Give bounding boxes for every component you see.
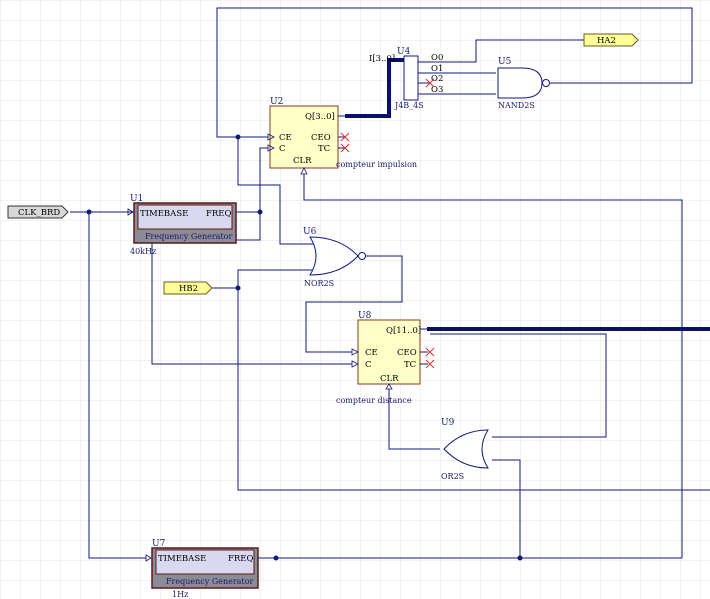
- pin-label: O3: [431, 85, 443, 95]
- wire-1hz-up[interactable]: [492, 459, 521, 558]
- pin-label: CE: [365, 348, 378, 358]
- component-u1[interactable]: U1 TIMEBASE FREQ Frequency Generator 40k…: [127, 194, 237, 256]
- ref-designator: U7: [152, 539, 166, 549]
- pin-label: CEO: [311, 133, 331, 143]
- pin-label: FREQ: [206, 209, 232, 219]
- ref-designator: U1: [130, 194, 143, 204]
- pin-label: CEO: [397, 348, 417, 358]
- wire-u6-in-a[interactable]: [237, 137, 314, 245]
- pin-label: Q[3..0]: [305, 112, 335, 122]
- component-name: NOR2S: [304, 279, 334, 288]
- or-gate-body: [443, 429, 489, 469]
- ref-designator: U9: [441, 418, 455, 428]
- port-label: HA2: [597, 36, 616, 46]
- component-u9[interactable]: U9 OR2S: [441, 418, 489, 481]
- wire-u8-clr[interactable]: [388, 389, 440, 450]
- wire-u9-in-a[interactable]: [430, 333, 607, 438]
- component-name: compteur distance: [336, 396, 412, 405]
- pin-label: O1: [431, 64, 443, 74]
- junction-dot: [517, 555, 523, 561]
- ref-designator: U5: [498, 57, 512, 67]
- port-clk-brd[interactable]: CLK_BRD: [7, 205, 69, 219]
- junction-dot: [257, 209, 263, 215]
- pin-label: C: [365, 360, 372, 370]
- ref-designator: U2: [270, 97, 283, 107]
- component-u5[interactable]: U5 NAND2S: [497, 57, 555, 110]
- component-name: Frequency Generator: [166, 577, 253, 586]
- wires: [70, 7, 710, 559]
- bus-u2-q[interactable]: [345, 58, 406, 118]
- component-u8[interactable]: U8 Q[11..0] CE C CEO TC CLR compteur dis…: [336, 311, 435, 405]
- ref-designator: U6: [303, 227, 317, 237]
- wire-clk-brd-down[interactable]: [88, 212, 146, 559]
- component-value: 40kHz: [130, 247, 156, 256]
- junction-dot: [86, 209, 92, 215]
- wire-u2-clr[interactable]: [303, 174, 683, 558]
- component-name: J4B_4S: [394, 101, 424, 110]
- wire-hb2-long[interactable]: [237, 288, 710, 491]
- pin-label: CE: [279, 133, 292, 143]
- pin-label: TC: [318, 144, 330, 154]
- component-u7[interactable]: U7 TIMEBASE FREQ Frequency Generator 1Hz: [145, 539, 268, 599]
- component-u4[interactable]: U4 I[3..0] O0 O1 O2 O3 J4B_4S: [369, 47, 443, 110]
- junction-dot: [235, 134, 241, 140]
- component-name: compteur impulsion: [336, 160, 417, 169]
- port-ha2[interactable]: HA2: [583, 33, 639, 47]
- port-hb2[interactable]: HB2: [163, 281, 213, 295]
- pin-label: TC: [404, 360, 416, 370]
- ref-designator: U4: [397, 47, 411, 57]
- component-value: 1Hz: [172, 590, 188, 599]
- pin-label: TIMEBASE: [158, 554, 206, 564]
- pin-label: CLR: [293, 156, 312, 166]
- component-name: NAND2S: [498, 101, 535, 110]
- pin-label: CLR: [380, 374, 399, 384]
- wire-40khz-clock[interactable]: [235, 147, 268, 213]
- pin-label: I[3..0]: [369, 54, 395, 64]
- pin-label: O2: [431, 74, 443, 84]
- nor-gate-body: [309, 236, 359, 276]
- port-label: CLK_BRD: [18, 208, 60, 218]
- pin-label: TIMEBASE: [140, 209, 188, 219]
- nand-gate-body: [497, 67, 543, 99]
- pin-label: O0: [431, 53, 443, 63]
- component-name: OR2S: [441, 472, 464, 481]
- wire-hb2-u6-b[interactable]: [237, 269, 314, 288]
- pin-label: Q[11..0]: [386, 326, 421, 336]
- junctions: [86, 134, 523, 561]
- inversion-bubble: [542, 79, 550, 87]
- pin-label: FREQ: [228, 554, 254, 564]
- wire-nand-feedback[interactable]: [216, 7, 693, 138]
- junction-dot: [235, 285, 241, 291]
- wire-u6-out[interactable]: [305, 255, 403, 353]
- wire-u4-o0[interactable]: [418, 39, 584, 63]
- component-u6[interactable]: U6 NOR2S: [303, 227, 371, 288]
- junction-dot: [273, 555, 279, 561]
- ref-designator: U8: [358, 311, 372, 321]
- pin-label: C: [279, 144, 286, 154]
- component-u2[interactable]: U2 Q[3..0] CE C CEO TC CLR compteur impu…: [267, 97, 417, 175]
- port-label: HB2: [179, 284, 198, 294]
- component-name: Frequency Generator: [145, 232, 232, 241]
- inversion-bubble: [358, 252, 366, 260]
